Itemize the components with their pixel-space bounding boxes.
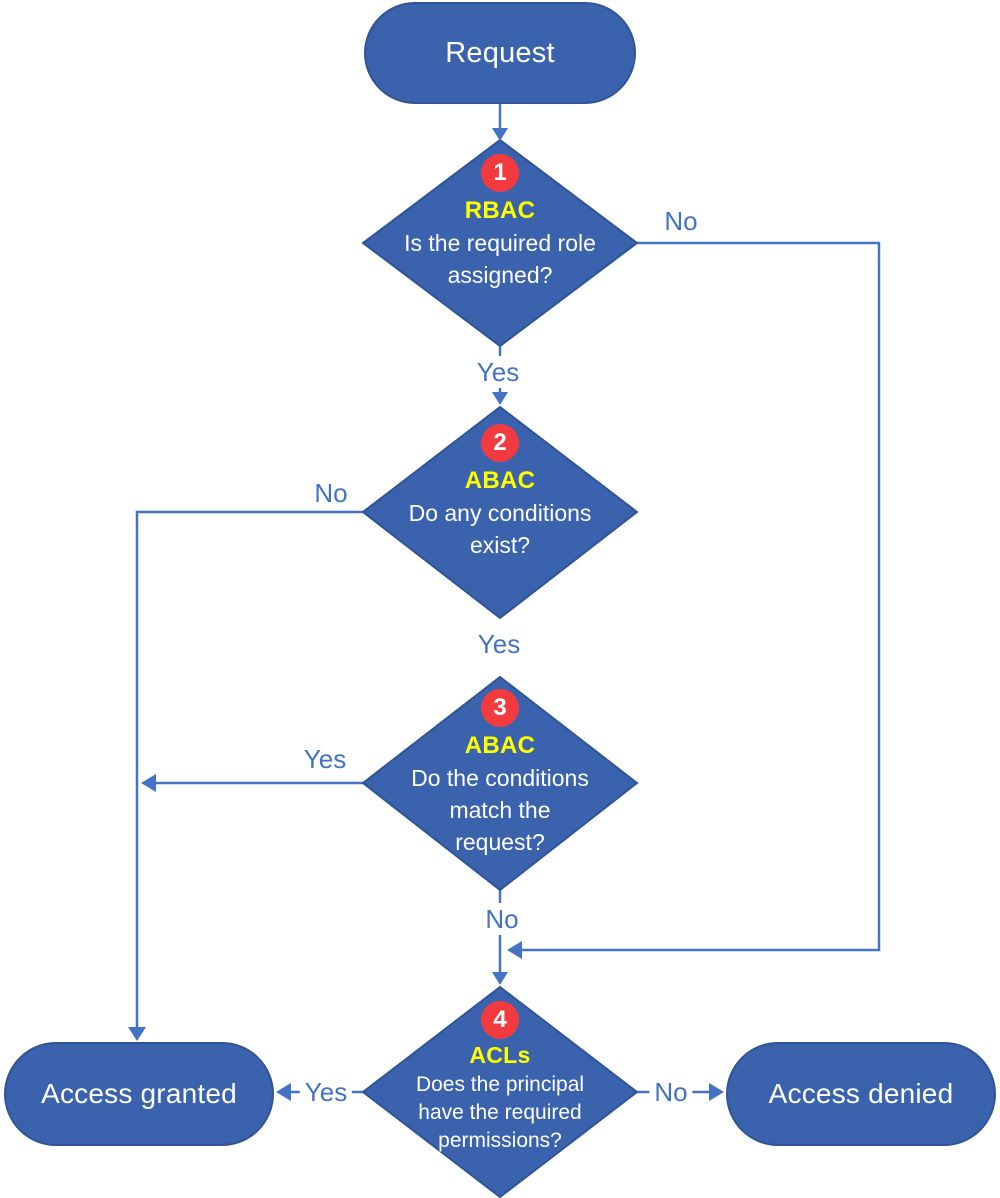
arrowhead-into-granted-top xyxy=(128,1027,146,1041)
arrowhead-into-denied-left xyxy=(709,1083,724,1101)
arrowhead-into-d4 xyxy=(492,972,508,985)
arrowhead-d1-no-junction xyxy=(507,941,522,959)
arrowhead-into-granted-right xyxy=(276,1083,291,1101)
decision-1-diamond xyxy=(361,138,639,348)
access-granted-node-shape xyxy=(4,1042,274,1146)
request-node-shape xyxy=(364,2,636,104)
decision-3-diamond xyxy=(361,675,639,892)
arrowhead-into-d1 xyxy=(492,128,508,141)
arrowhead-into-d2 xyxy=(492,392,508,405)
edge-d1-no-line xyxy=(512,241,881,952)
access-denied-node-shape xyxy=(726,1042,996,1146)
decision-2-diamond xyxy=(361,405,639,620)
arrowhead-d3-yes-junction xyxy=(141,774,156,792)
edge-d2-no-line xyxy=(135,510,363,1038)
decision-4-diamond xyxy=(361,985,639,1198)
